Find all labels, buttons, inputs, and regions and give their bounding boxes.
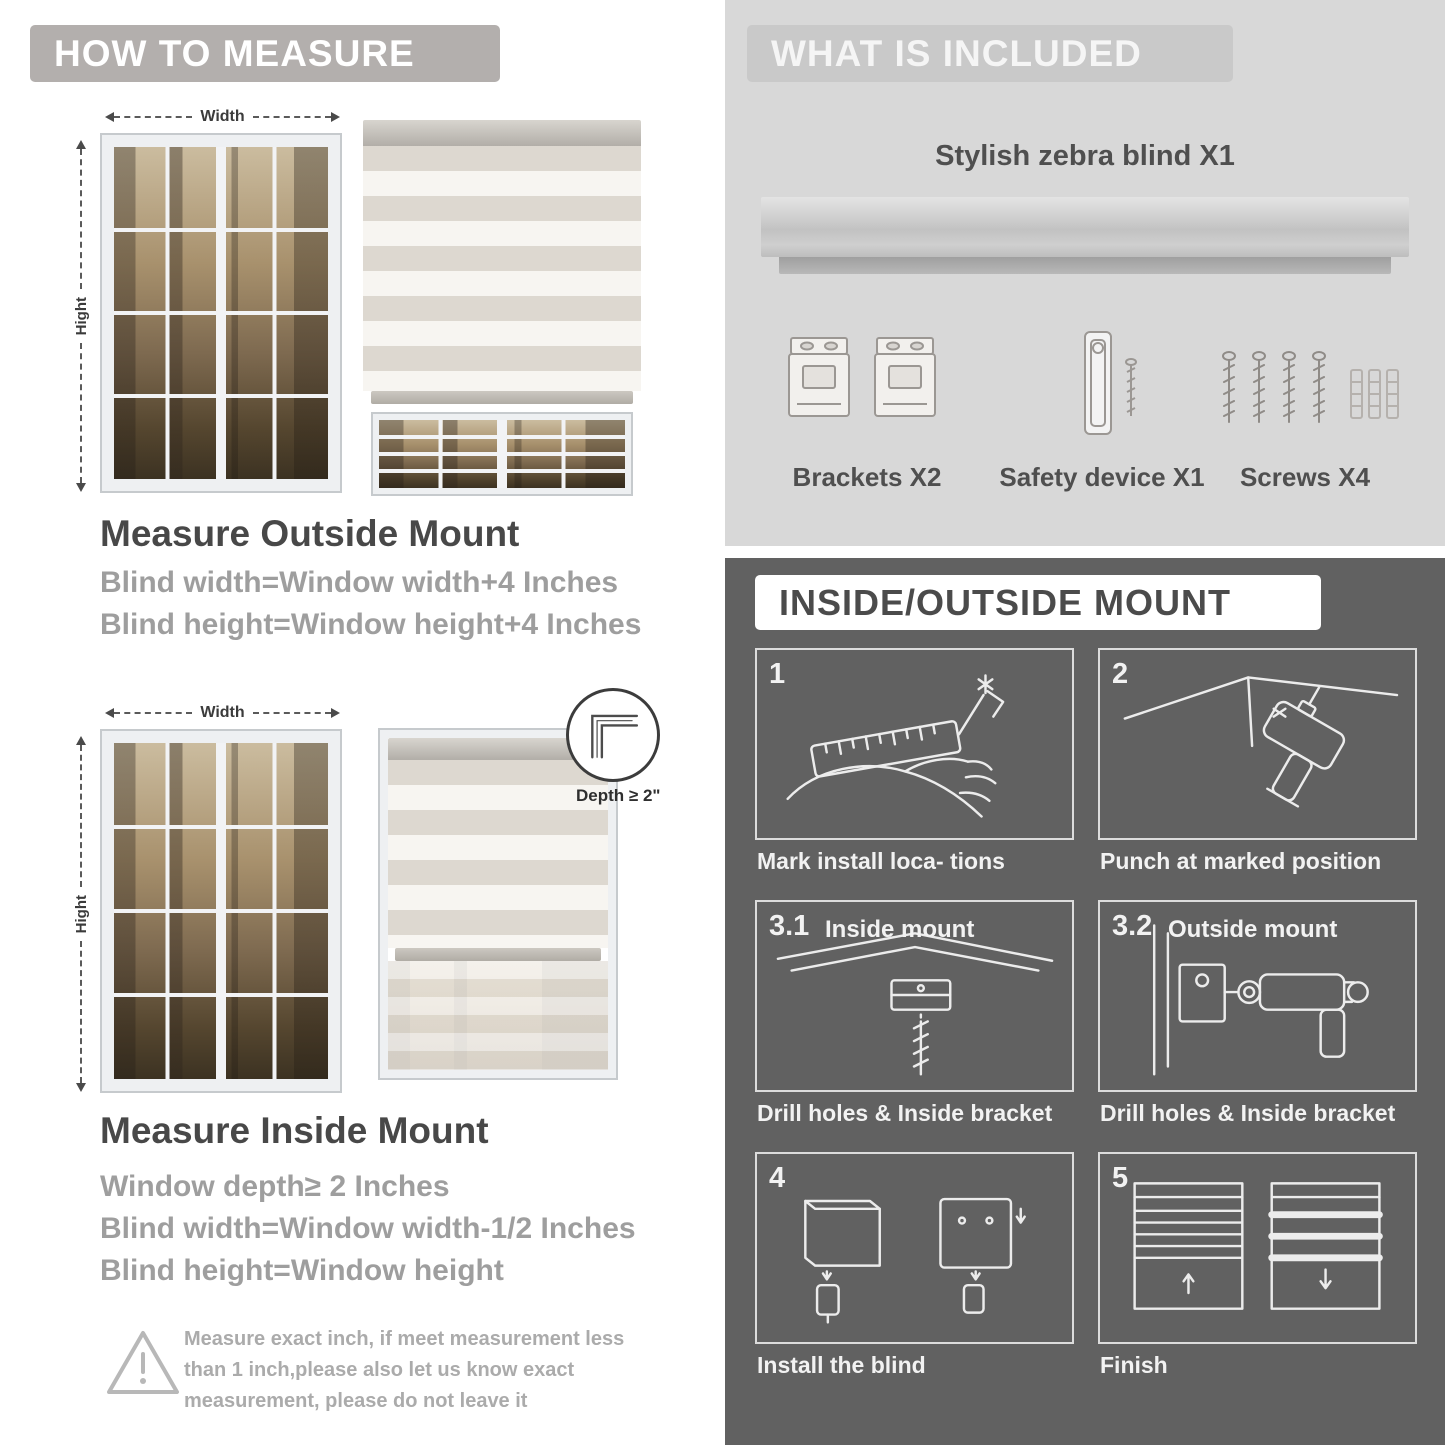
- blind-stripes: [388, 760, 608, 948]
- zebra-blind-illustration: [363, 120, 641, 496]
- step-box: 5: [1098, 1152, 1417, 1344]
- outside-mount-title: Measure Outside Mount: [100, 513, 520, 554]
- step-box: 3.1 Inside mount: [755, 900, 1074, 1092]
- how-to-measure-banner: HOW TO MEASURE: [30, 25, 500, 82]
- step-box: 4: [755, 1152, 1074, 1344]
- step-caption: Finish: [1100, 1352, 1168, 1378]
- mount-step-5: 5 Finish: [1098, 1152, 1417, 1404]
- inside-mount-blind-illustration: [378, 728, 618, 1080]
- blind-cassette: [388, 738, 608, 760]
- measurement-note: Measure exact inch, if meet measurement …: [184, 1328, 625, 1412]
- window-panes: [379, 420, 625, 488]
- arrow-line: [114, 712, 193, 714]
- mount-step-1: 1 Mark install loca- tions: [755, 648, 1074, 900]
- step-caption: Mark install loca- tions: [757, 848, 1005, 874]
- blind-cassette: [363, 120, 641, 146]
- mount-title: INSIDE/OUTSIDE MOUNT: [779, 581, 1232, 623]
- what-is-included-section: WHAT IS INCLUDED Stylish zebra blind X1: [725, 0, 1445, 546]
- step-box: 1: [755, 648, 1074, 840]
- arrow-line: [114, 116, 193, 118]
- width-label: Width: [200, 704, 245, 721]
- step-caption: Drill holes & Inside bracket: [1100, 1100, 1396, 1126]
- step-caption: Drill holes & Inside bracket: [757, 1100, 1053, 1126]
- step-number: 2: [1112, 658, 1129, 690]
- step-number: 5: [1112, 1162, 1129, 1194]
- what-is-included-banner: WHAT IS INCLUDED: [747, 25, 1233, 82]
- step-number: 3.1: [769, 910, 810, 942]
- arrow-line: [252, 712, 331, 714]
- mount-step-2: 2 Punch at marked position: [1098, 648, 1417, 900]
- screws-icon: [1222, 351, 1399, 423]
- step-number: 3.2: [1112, 910, 1153, 942]
- height-arrow: Hight: [72, 140, 90, 492]
- height-label: Hight: [72, 296, 90, 336]
- depth-callout-circle: [566, 688, 660, 782]
- blind-bottom-rail: [394, 948, 602, 961]
- width-arrow: Width: [105, 108, 340, 125]
- zebra-blind-count-label: Stylish zebra blind X1: [935, 140, 1235, 172]
- outside-mount-line-2: Blind height=Window height+4 Inches: [100, 608, 642, 641]
- arrow-line: [252, 116, 331, 118]
- mount-step-4: 4 Install the blind: [755, 1152, 1074, 1404]
- window-panes: [114, 147, 328, 479]
- height-arrow: Hight: [72, 736, 90, 1092]
- window-below-blind: [371, 412, 633, 496]
- step-title: Outside mount: [1168, 916, 1338, 943]
- arrow-line: [80, 745, 82, 887]
- mount-step-3-1: 3.1 Inside mount Drill holes & Inside br…: [755, 900, 1074, 1152]
- step-title: Inside mount: [825, 916, 975, 943]
- mount-instructions-section: INSIDE/OUTSIDE MOUNT: [725, 558, 1445, 1445]
- step-box: 2: [1098, 648, 1417, 840]
- arrow-line: [80, 941, 82, 1084]
- inside-bracket-illustration: [776, 932, 1054, 1076]
- outside-bracket-illustration: [1152, 924, 1369, 1076]
- arrow-line: [80, 149, 82, 289]
- step-caption: Punch at marked position: [1100, 848, 1382, 874]
- step-number: 4: [769, 1162, 786, 1194]
- mount-banner: INSIDE/OUTSIDE MOUNT: [755, 575, 1321, 630]
- screws-label: Screws X4: [1239, 462, 1371, 492]
- window-illustration: [100, 729, 342, 1093]
- finish-blinds-illustration: [1133, 1182, 1383, 1310]
- height-label: Hight: [72, 894, 90, 934]
- arrow-line: [80, 343, 82, 484]
- window-illustration: [100, 133, 342, 493]
- depth-label: Depth ≥ 2": [576, 786, 661, 805]
- blind-stripes: [363, 146, 641, 391]
- width-arrow: Width: [105, 704, 340, 721]
- mount-steps-grid: 1 Mark install loca- tions: [755, 648, 1417, 1404]
- headrail-illustration: [761, 197, 1409, 257]
- step-box: 3.2 Outside mount: [1098, 900, 1417, 1092]
- step-number: 1: [769, 658, 786, 690]
- safety-device-icon: [1084, 331, 1137, 435]
- window-panes: [114, 743, 328, 1079]
- mount-step-3-2: 3.2 Outside mount Drill holes & Inside b…: [1098, 900, 1417, 1152]
- step-caption: Install the blind: [757, 1352, 926, 1378]
- outside-mount-line-1: Blind width=Window width+4 Inches: [100, 566, 619, 599]
- mark-location-illustration: [786, 674, 1005, 818]
- safety-device-label: Safety device X1: [999, 462, 1205, 492]
- install-blind-illustration: [804, 1197, 1026, 1324]
- brackets-icon: [788, 337, 936, 417]
- headrail-valance: [779, 257, 1391, 274]
- blind-bottom-rail: [371, 391, 633, 404]
- blind-in-frame: [388, 738, 608, 1070]
- warning-icon: [103, 1326, 183, 1400]
- how-to-measure-title: HOW TO MEASURE: [54, 32, 415, 74]
- what-is-included-title: WHAT IS INCLUDED: [771, 32, 1142, 74]
- drill-position-illustration: [1123, 676, 1399, 808]
- inside-mount-line-3: Blind height=Window height: [100, 1254, 504, 1287]
- inside-mount-line-1: Window depth≥ 2 Inches: [100, 1170, 450, 1203]
- blind-sheer-open: [388, 961, 608, 1070]
- brackets-label: Brackets X2: [792, 462, 942, 492]
- inside-mount-line-2: Blind width=Window width-1/2 Inches: [100, 1212, 636, 1245]
- inside-mount-title: Measure Inside Mount: [100, 1110, 489, 1151]
- width-label: Width: [200, 108, 245, 125]
- window-corner-depth-icon: [591, 714, 639, 759]
